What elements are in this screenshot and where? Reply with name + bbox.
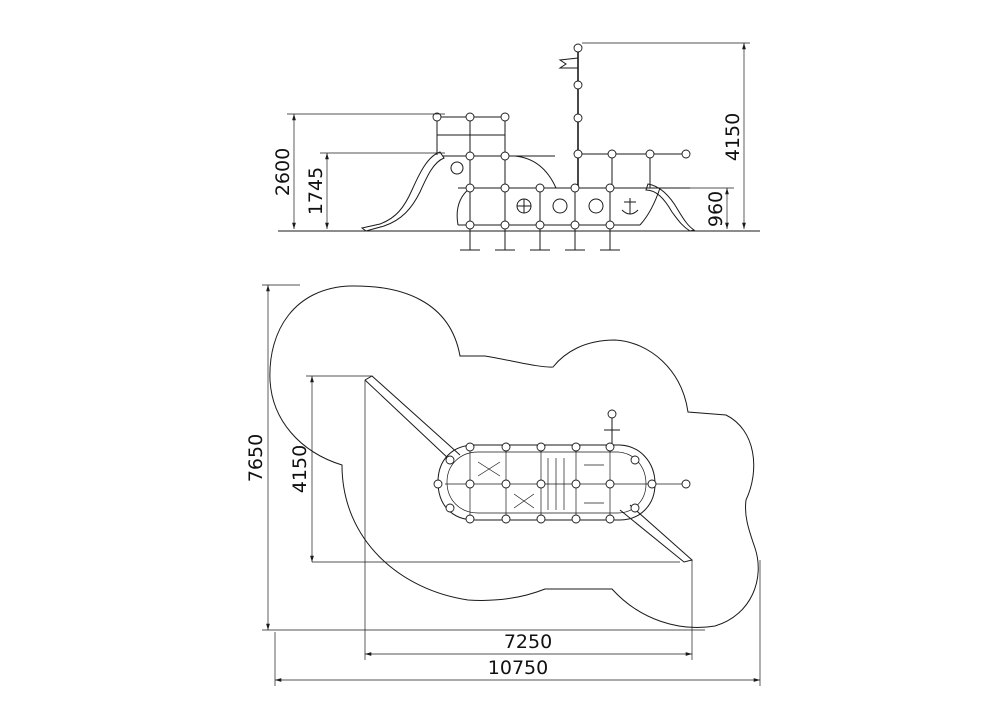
slide-plan-right xyxy=(619,504,694,563)
ship-deck-inner xyxy=(446,451,647,514)
slide-right xyxy=(645,183,696,232)
frame-nodes xyxy=(432,43,691,230)
plan-view: 7650 4150 7250 10750 xyxy=(245,284,761,686)
elevation-dimensions xyxy=(287,42,750,229)
deck-grid xyxy=(445,413,686,516)
slide-plan xyxy=(364,375,461,461)
elevation-frame xyxy=(436,45,690,251)
safety-zone-outline xyxy=(269,285,759,628)
dim-equipment-depth: 4150 xyxy=(289,445,311,493)
flag-icon xyxy=(558,57,579,69)
equipment-footprint xyxy=(306,375,693,660)
plan-dimensions xyxy=(262,284,761,686)
anchor-icon xyxy=(621,198,639,215)
ship-hull xyxy=(456,155,661,226)
dim-equipment-length: 7250 xyxy=(504,631,552,653)
dim-total-height: 2600 xyxy=(272,148,294,196)
dim-platform-height: 1745 xyxy=(305,167,327,215)
dim-mast-height: 4150 xyxy=(722,113,744,161)
side-elevation-view: 2600 1745 4150 960 xyxy=(272,42,760,251)
dim-safety-depth: 7650 xyxy=(245,434,267,482)
plan-nodes xyxy=(433,409,691,524)
dim-stern-height: 960 xyxy=(705,191,727,227)
dim-safety-length: 10750 xyxy=(488,657,548,679)
ship-deck-plan xyxy=(437,444,656,521)
portholes xyxy=(450,161,604,214)
slide-left xyxy=(360,151,445,232)
